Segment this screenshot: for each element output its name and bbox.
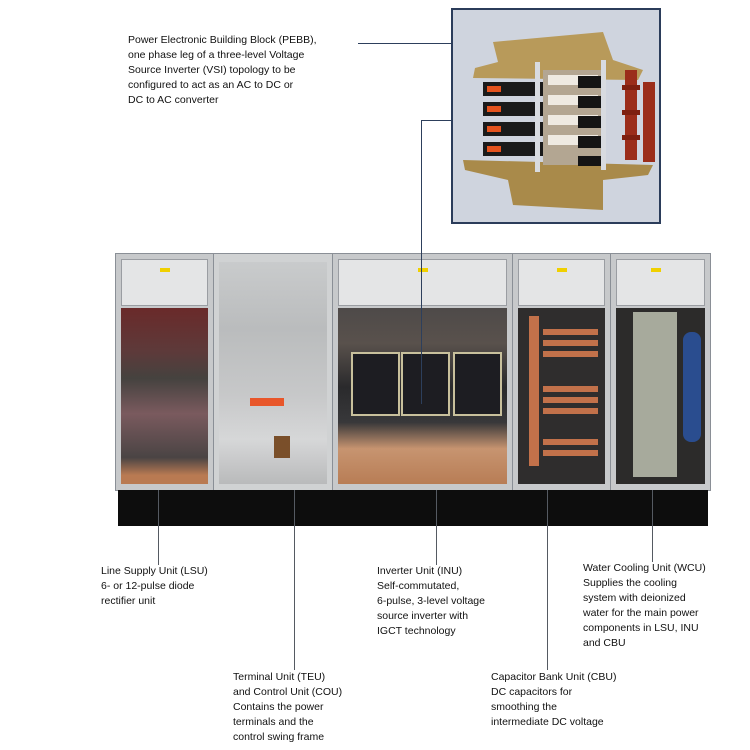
teu-leader [294,490,295,670]
callout-pebb: Power Electronic Building Block (PEBB), … [128,33,317,108]
pebb-leader-horizontal [358,43,451,44]
callout-wcu-line: and CBU [583,637,626,649]
callout-inu-line: 6-pulse, 3-level voltage [377,595,485,607]
callout-lsu-title: Line Supply Unit (LSU) [101,565,208,577]
cabinet-wcu [610,253,711,491]
pebb-leader-inset-connector [421,120,451,121]
callout-inu-line: source inverter with [377,610,469,622]
cabinet-teu-cou [213,253,333,491]
callout-pebb-line: Source Inverter (VSI) topology to be [128,64,296,76]
pebb-module-illustration [453,10,659,222]
callout-pebb-line: one phase leg of a three-level Voltage [128,49,305,61]
callout-wcu-line: components in LSU, INU [583,622,699,634]
cbu-leader [547,490,548,670]
top-plate [473,32,643,80]
callout-cbu-title: Capacitor Bank Unit (CBU) [491,671,617,683]
wcu-leader [652,490,653,562]
callout-wcu-line: water for the main power [583,607,699,619]
callout-cbu-line: intermediate DC voltage [491,716,604,728]
cabinet-lsu [115,253,214,491]
callout-lsu: Line Supply Unit (LSU) 6- or 12-pulse di… [101,564,208,609]
callout-wcu-line: system with deionized [583,592,686,604]
callout-wcu-line: Supplies the cooling [583,577,677,589]
bottom-plate [463,160,653,210]
lsu-leader [158,490,159,565]
callout-lsu-line: rectifier unit [101,595,156,607]
callout-teu: Terminal Unit (TEU) and Control Unit (CO… [233,670,342,745]
callout-teu-line: terminals and the [233,716,314,728]
cabinet-lineup [115,253,711,491]
cabinet-inu [332,253,513,491]
callout-lsu-line: 6- or 12-pulse diode [101,580,195,592]
callout-inu-title: Inverter Unit (INU) [377,565,463,577]
cabinet-plinth [118,490,708,526]
insulators [622,70,655,162]
pebb-inset-photo [451,8,661,224]
callout-cbu-line: smoothing the [491,701,557,713]
callout-cbu-line: DC capacitors for [491,686,573,698]
callout-wcu: Water Cooling Unit (WCU) Supplies the co… [583,561,706,651]
inu-leader [436,490,437,565]
callout-inu: Inverter Unit (INU) Self-commutated, 6-p… [377,564,485,639]
callout-cbu: Capacitor Bank Unit (CBU) DC capacitors … [491,670,616,730]
callout-inu-line: Self-commutated, [377,580,460,592]
callout-teu-line: Contains the power [233,701,324,713]
callout-pebb-line: configured to act as an AC to DC or [128,79,294,91]
callout-teu-line: and Control Unit (COU) [233,686,343,698]
callout-pebb-line: DC to AC converter [128,94,219,106]
callout-teu-title: Terminal Unit (TEU) [233,671,326,683]
semiconductor-stack [483,60,606,172]
pebb-leader-vertical [421,120,422,404]
callout-teu-line: control swing frame [233,731,325,743]
callout-pebb-line: Power Electronic Building Block (PEBB), [128,34,317,46]
callout-inu-line: IGCT technology [377,625,456,637]
callout-wcu-title: Water Cooling Unit (WCU) [583,562,706,574]
cabinet-cbu [512,253,611,491]
